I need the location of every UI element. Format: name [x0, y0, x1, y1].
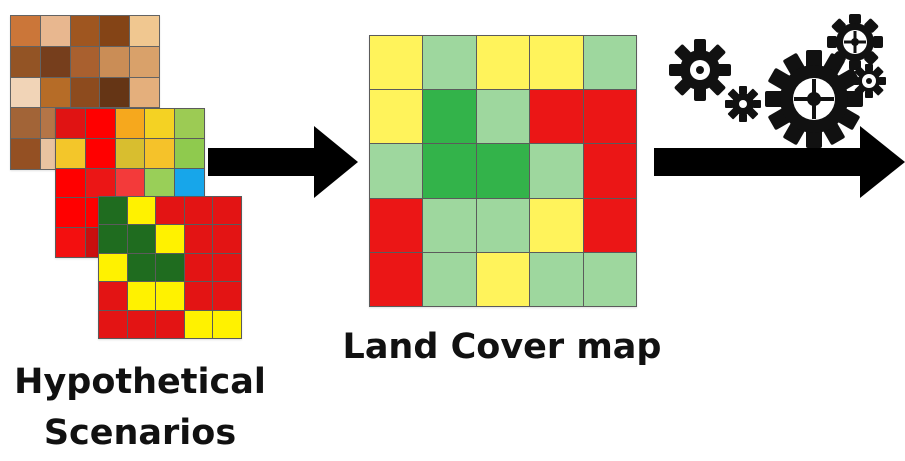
grid-cell	[56, 228, 85, 257]
right-arrow-icon	[208, 126, 358, 198]
grid-cell	[70, 46, 100, 77]
grid-cell	[583, 36, 636, 90]
grid-cell	[583, 144, 636, 198]
grid-cell	[530, 198, 583, 252]
scenarios-label: Scenarios	[43, 413, 237, 453]
land-cover-map-grid	[369, 35, 637, 307]
grid-cell	[156, 197, 184, 225]
grid-cell	[370, 252, 423, 306]
grid-cell	[530, 36, 583, 90]
grid-cell	[175, 109, 204, 138]
grid-cell	[423, 252, 476, 306]
grid-cell	[370, 198, 423, 252]
grid-cell	[175, 168, 204, 198]
grid-cell	[127, 197, 156, 225]
grid-cell	[99, 282, 127, 310]
right-arrow-icon	[654, 126, 905, 198]
grid-cell	[156, 310, 184, 338]
grid-cell	[184, 197, 213, 225]
grid-cell	[370, 90, 423, 144]
grid-cell	[100, 16, 130, 46]
grid-cell	[476, 144, 530, 198]
grid-cell	[99, 310, 127, 338]
grid-cell	[40, 16, 70, 46]
grid-cell	[476, 198, 530, 252]
grid-cell	[127, 253, 156, 282]
grid-cell	[56, 198, 85, 228]
grid-cell	[130, 46, 159, 77]
grid-cell	[115, 109, 145, 138]
grid-cell	[100, 77, 130, 108]
grid-cell	[99, 253, 127, 282]
grid-cell	[184, 282, 213, 310]
grid-cell	[213, 282, 241, 310]
grid-cell	[40, 46, 70, 77]
grid-cell	[115, 138, 145, 168]
grid-cell	[11, 46, 40, 77]
grid-cell	[184, 225, 213, 253]
grid-cell	[423, 90, 476, 144]
grid-cell	[583, 252, 636, 306]
grid-cell	[100, 46, 130, 77]
grid-cell	[370, 36, 423, 90]
scenario-grid-green	[98, 196, 242, 339]
grid-cell	[85, 138, 115, 168]
grid-cell	[156, 225, 184, 253]
grid-cell	[127, 225, 156, 253]
grid-cell	[11, 77, 40, 108]
grid-cell	[213, 197, 241, 225]
grid-cell	[11, 139, 40, 169]
grid-cell	[156, 282, 184, 310]
grid-cell	[130, 16, 159, 46]
grid-cell	[423, 36, 476, 90]
grid-cell	[127, 310, 156, 338]
grid-cell	[145, 168, 175, 198]
grid-cell	[145, 109, 175, 138]
hypothetical-label: Hypothetical	[14, 362, 266, 402]
grid-cell	[156, 253, 184, 282]
grid-cell	[583, 90, 636, 144]
grid-cell	[11, 16, 40, 46]
grid-cell	[530, 144, 583, 198]
grid-cell	[476, 252, 530, 306]
grid-cell	[115, 168, 145, 198]
grid-cell	[530, 252, 583, 306]
grid-cell	[583, 198, 636, 252]
grid-cell	[213, 225, 241, 253]
grid-cell	[175, 138, 204, 168]
grid-cell	[40, 77, 70, 108]
grid-cell	[476, 90, 530, 144]
grid-cell	[184, 253, 213, 282]
grid-cell	[99, 197, 127, 225]
grid-cell	[70, 16, 100, 46]
grid-cell	[423, 198, 476, 252]
grid-cell	[530, 90, 583, 144]
grid-cell	[370, 144, 423, 198]
grid-cell	[85, 168, 115, 198]
gears-icon	[669, 14, 886, 148]
land-cover-map-label: Land Cover map	[342, 327, 662, 367]
grid-cell	[423, 144, 476, 198]
hypothetical-scenarios-stack	[0, 0, 270, 360]
grid-cell	[213, 310, 241, 338]
grid-cell	[184, 310, 213, 338]
grid-cell	[213, 253, 241, 282]
grid-cell	[130, 77, 159, 108]
grid-cell	[476, 36, 530, 90]
grid-cell	[11, 108, 40, 139]
grid-cell	[145, 138, 175, 168]
grid-cell	[56, 168, 85, 198]
grid-cell	[99, 225, 127, 253]
grid-cell	[56, 109, 85, 138]
grid-cell	[85, 109, 115, 138]
grid-cell	[70, 77, 100, 108]
grid-cell	[56, 138, 85, 168]
grid-cell	[127, 282, 156, 310]
